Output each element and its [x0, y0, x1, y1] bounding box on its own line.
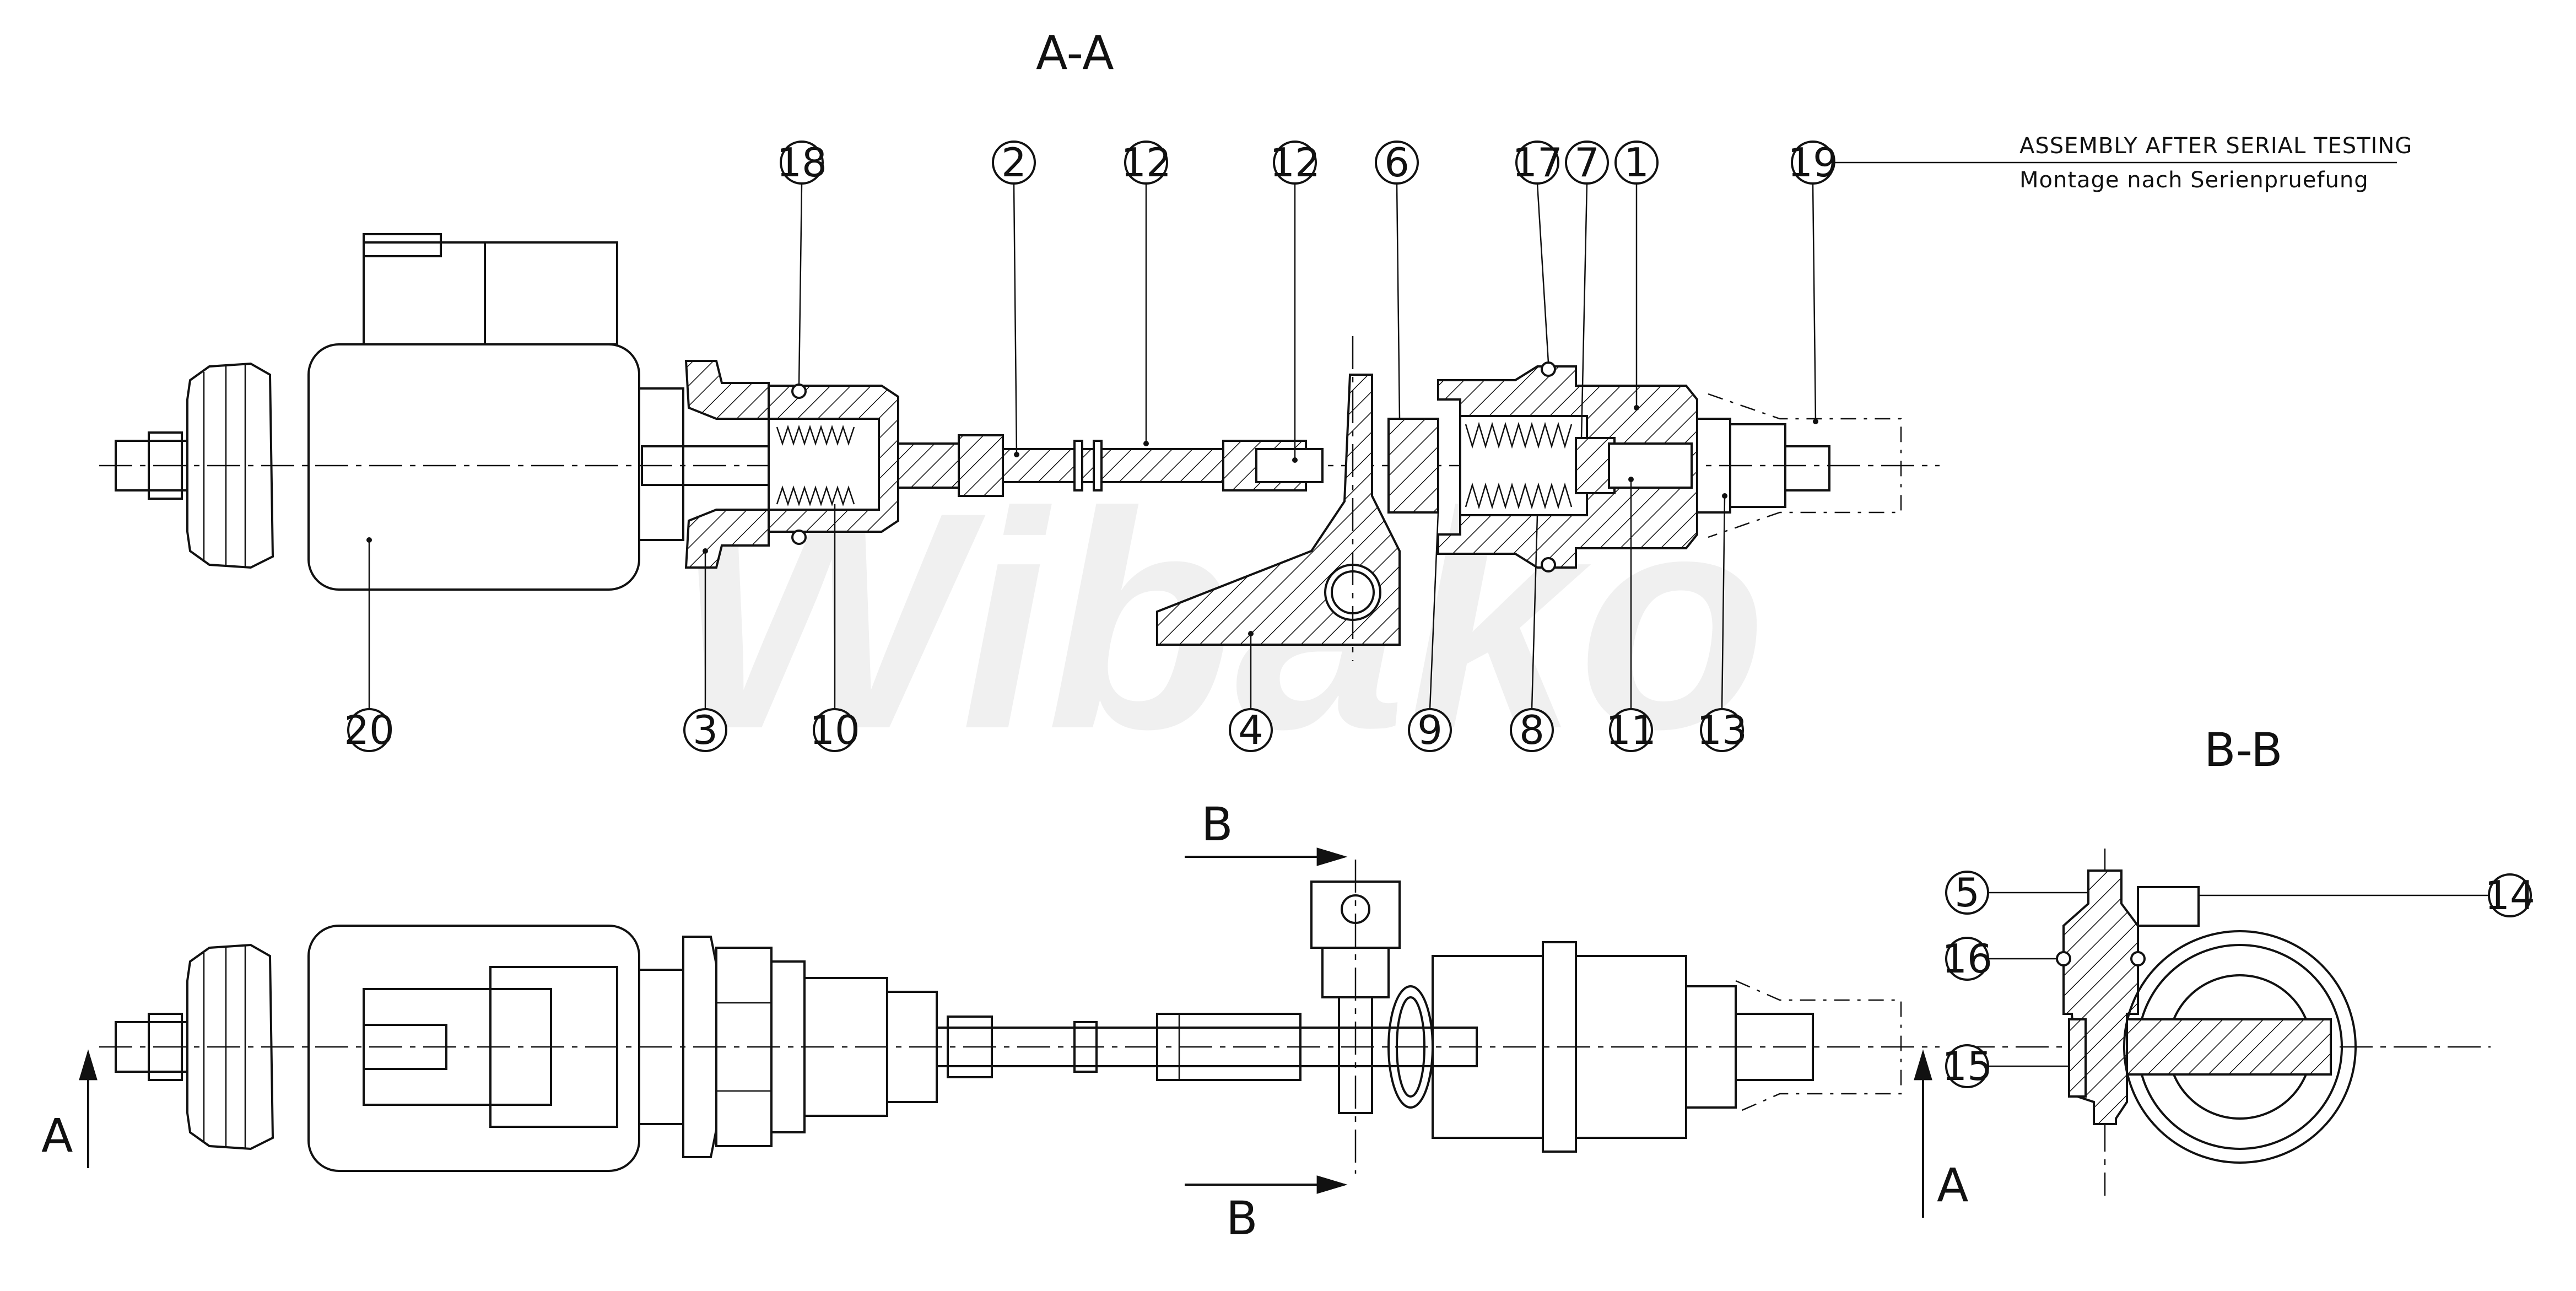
note-line-2: Montage nach Serienpruefung	[2019, 168, 2369, 193]
valve-body-section	[1387, 361, 1698, 572]
balloon-19: 19	[1787, 139, 2397, 422]
cut-b-top-label: B	[1201, 797, 1233, 851]
balloon-3: 3	[683, 551, 727, 753]
svg-text:6: 6	[1384, 139, 1409, 186]
svg-text:17: 17	[1512, 139, 1563, 186]
lock-nut-13	[1696, 418, 1830, 514]
svg-text:12: 12	[1270, 139, 1320, 186]
pin-assembly	[1310, 860, 1401, 1174]
balloon-18: 18	[776, 139, 827, 386]
balloon-8: 8	[1510, 515, 1554, 753]
balloons-bb: 5 14 16 15	[1942, 869, 2535, 1089]
svg-text:20: 20	[344, 707, 395, 753]
balloon-17: 17	[1512, 139, 1563, 363]
note-line-1: ASSEMBLY AFTER SERIAL TESTING	[2019, 133, 2412, 159]
balloon-1: 1	[1614, 139, 1659, 408]
spring-9	[1465, 422, 1573, 510]
balloon-9: 9	[1408, 512, 1452, 753]
cut-a-left-label: A	[41, 1109, 73, 1163]
section-aa-view: A-A	[99, 26, 1940, 661]
svg-text:19: 19	[1787, 139, 1838, 186]
svg-text:18: 18	[776, 139, 827, 186]
cut-a-right-label: A	[1937, 1158, 1968, 1212]
svg-text:7: 7	[1574, 139, 1600, 186]
balloons-aa-bottom: 20 3 10 4 9 8 11 13	[344, 479, 1747, 753]
balloons-aa-top: 18 2 12 12 6 17 7 1 19	[776, 139, 2397, 460]
section-cut-markers: B B A A	[41, 797, 1968, 1245]
balloon-10: 10	[809, 504, 860, 753]
svg-text:16: 16	[1942, 936, 1992, 982]
section-aa-title: A-A	[1036, 26, 1114, 80]
balloon-6: 6	[1375, 139, 1419, 419]
valve-stem	[897, 434, 1324, 497]
balloon-20: 20	[344, 540, 395, 753]
svg-text:11: 11	[1606, 707, 1656, 753]
assembly-note: ASSEMBLY AFTER SERIAL TESTING Montage na…	[2019, 133, 2412, 193]
svg-text:5: 5	[1954, 869, 1980, 916]
solenoid-coil	[115, 233, 684, 591]
svg-text:14: 14	[2485, 872, 2535, 919]
svg-text:12: 12	[1121, 139, 1171, 186]
section-bb-view: B-B	[1962, 723, 2491, 1196]
balloon-13: 13	[1697, 495, 1747, 753]
svg-text:8: 8	[1519, 707, 1544, 753]
balloon-15: 15	[1942, 1043, 2069, 1089]
balloon-12b: 12	[1270, 139, 1320, 460]
svg-text:15: 15	[1942, 1043, 1992, 1089]
lever-4	[1156, 336, 1401, 661]
svg-text:4: 4	[1238, 707, 1263, 753]
balloon-11: 11	[1606, 479, 1656, 753]
nut-housing-section	[641, 360, 899, 569]
svg-text:13: 13	[1697, 707, 1747, 753]
balloon-4: 4	[1229, 634, 1273, 753]
balloon-7: 7	[1565, 139, 1609, 439]
svg-text:10: 10	[809, 707, 860, 753]
svg-text:1: 1	[1624, 139, 1649, 186]
exterior-view	[99, 860, 1940, 1174]
svg-text:9: 9	[1417, 707, 1443, 753]
section-bb-title: B-B	[2204, 723, 2283, 777]
spring-10	[776, 425, 855, 506]
balloon-14: 14	[2199, 872, 2535, 919]
balloon-12a: 12	[1121, 139, 1171, 444]
svg-text:3: 3	[693, 707, 718, 753]
cut-b-bottom-label: B	[1226, 1191, 1258, 1245]
balloon-16: 16	[1942, 936, 2057, 982]
balloon-5: 5	[1945, 869, 2088, 916]
balloon-2: 2	[992, 139, 1036, 455]
svg-text:2: 2	[1001, 139, 1027, 186]
